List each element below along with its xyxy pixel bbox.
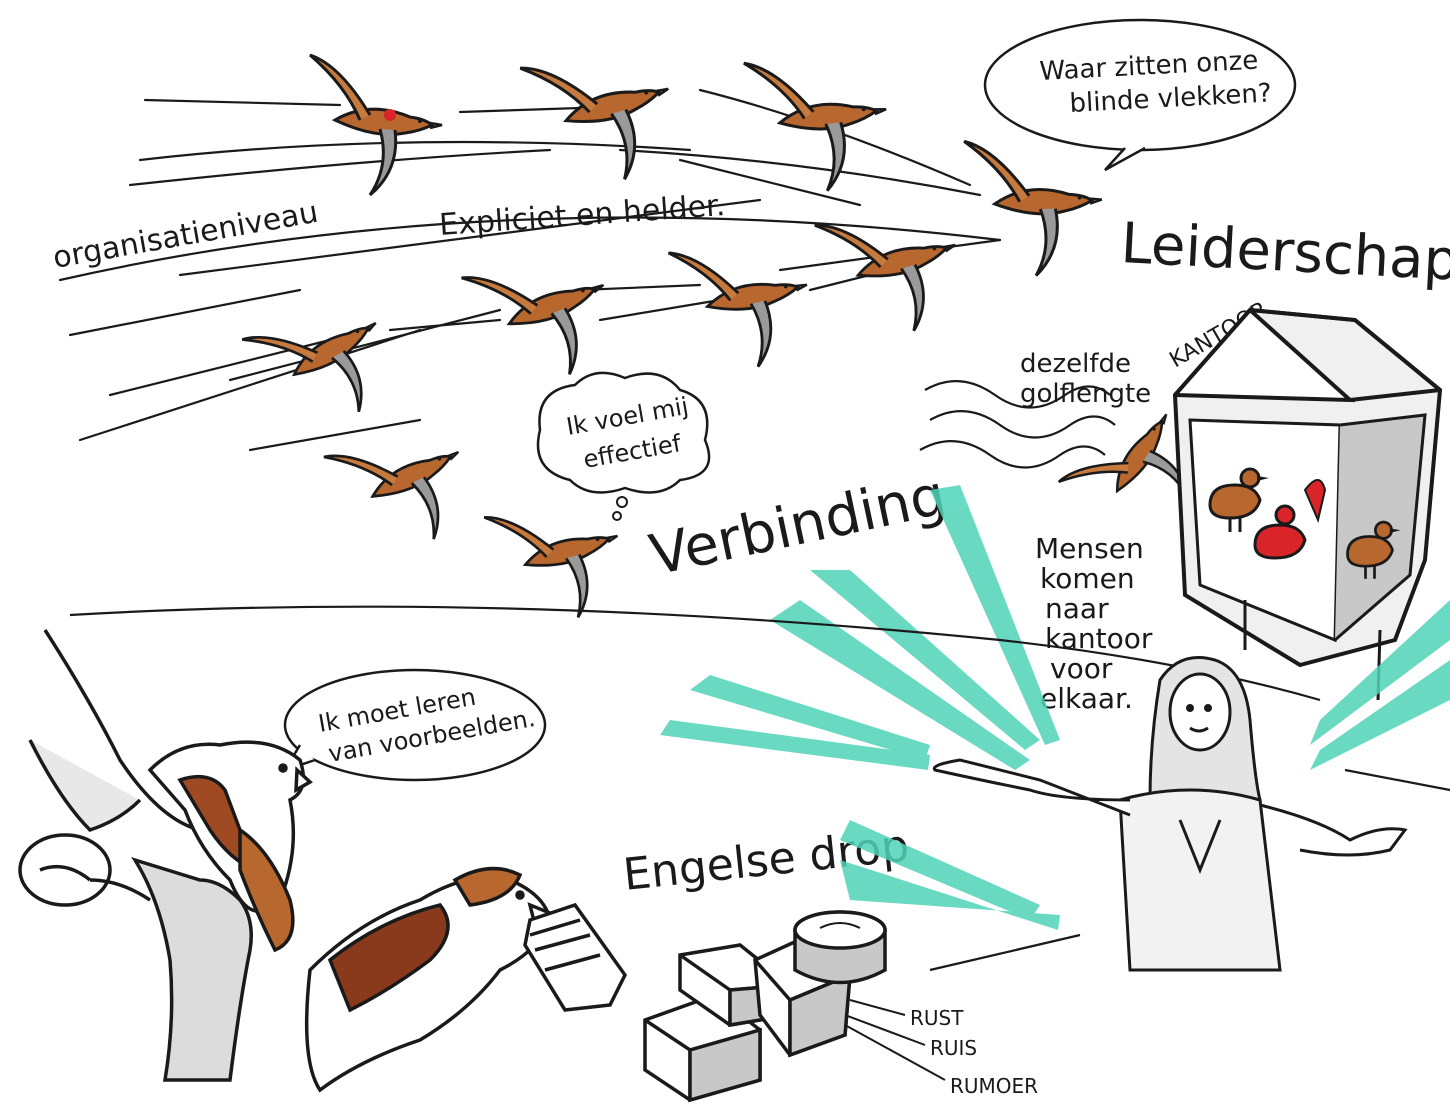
speech-bubble-blinde-vlekken: Waar zitten onze blinde vlekken?	[983, 18, 1297, 172]
teal-rays	[660, 485, 1450, 930]
red-accent	[384, 109, 396, 121]
label-ruis: RUIS	[930, 1036, 977, 1060]
label-organisatie: organisatieniveau	[50, 195, 320, 276]
bird-icon	[308, 53, 444, 197]
label-mensen-3: naar	[1045, 592, 1109, 625]
bird-icon	[813, 180, 980, 352]
bird-icon	[304, 866, 560, 1093]
tree-icon	[18, 833, 253, 1082]
label-expliciet: Expliciet en helder.	[438, 188, 726, 243]
wave-lines	[919, 380, 1116, 469]
bird-icon	[518, 21, 694, 202]
label-mensen-4: kantoor	[1045, 622, 1153, 655]
speech-bubble-leren: Ik moet leren van voorbeelden.	[282, 668, 547, 782]
label-rumoer: RUMOER	[950, 1074, 1038, 1098]
label-rust: RUST	[910, 1006, 964, 1030]
label-verbinding: Verbinding	[644, 463, 951, 589]
candy-box-icon	[523, 902, 628, 1012]
label-mensen-1: Mensen	[1035, 532, 1144, 565]
bird-flock	[240, 21, 1220, 638]
label-dezelfde: dezelfde	[1020, 349, 1131, 379]
candy-boxes	[643, 910, 946, 1103]
label-mensen-5: voor	[1050, 652, 1113, 685]
candy-tin-icon	[793, 910, 887, 985]
house-icon	[1172, 307, 1443, 701]
person-icon	[932, 656, 1408, 972]
owl-icon	[28, 629, 313, 953]
label-mensen-6: elkaar.	[1040, 682, 1133, 715]
speed-lines	[58, 88, 1002, 452]
thought-bubble-effectief: Ik voel mij effectief	[536, 371, 711, 521]
bird-icon	[667, 219, 826, 383]
label-golflengte: golflengte	[1020, 379, 1151, 409]
duck-icon	[1253, 504, 1307, 560]
label-leiderschap: Leiderschap	[1119, 211, 1450, 294]
bird-icon	[962, 128, 1110, 283]
label-mensen-2: komen	[1040, 562, 1135, 595]
red-accent	[1303, 479, 1327, 524]
sketch-lines	[929, 768, 1450, 972]
